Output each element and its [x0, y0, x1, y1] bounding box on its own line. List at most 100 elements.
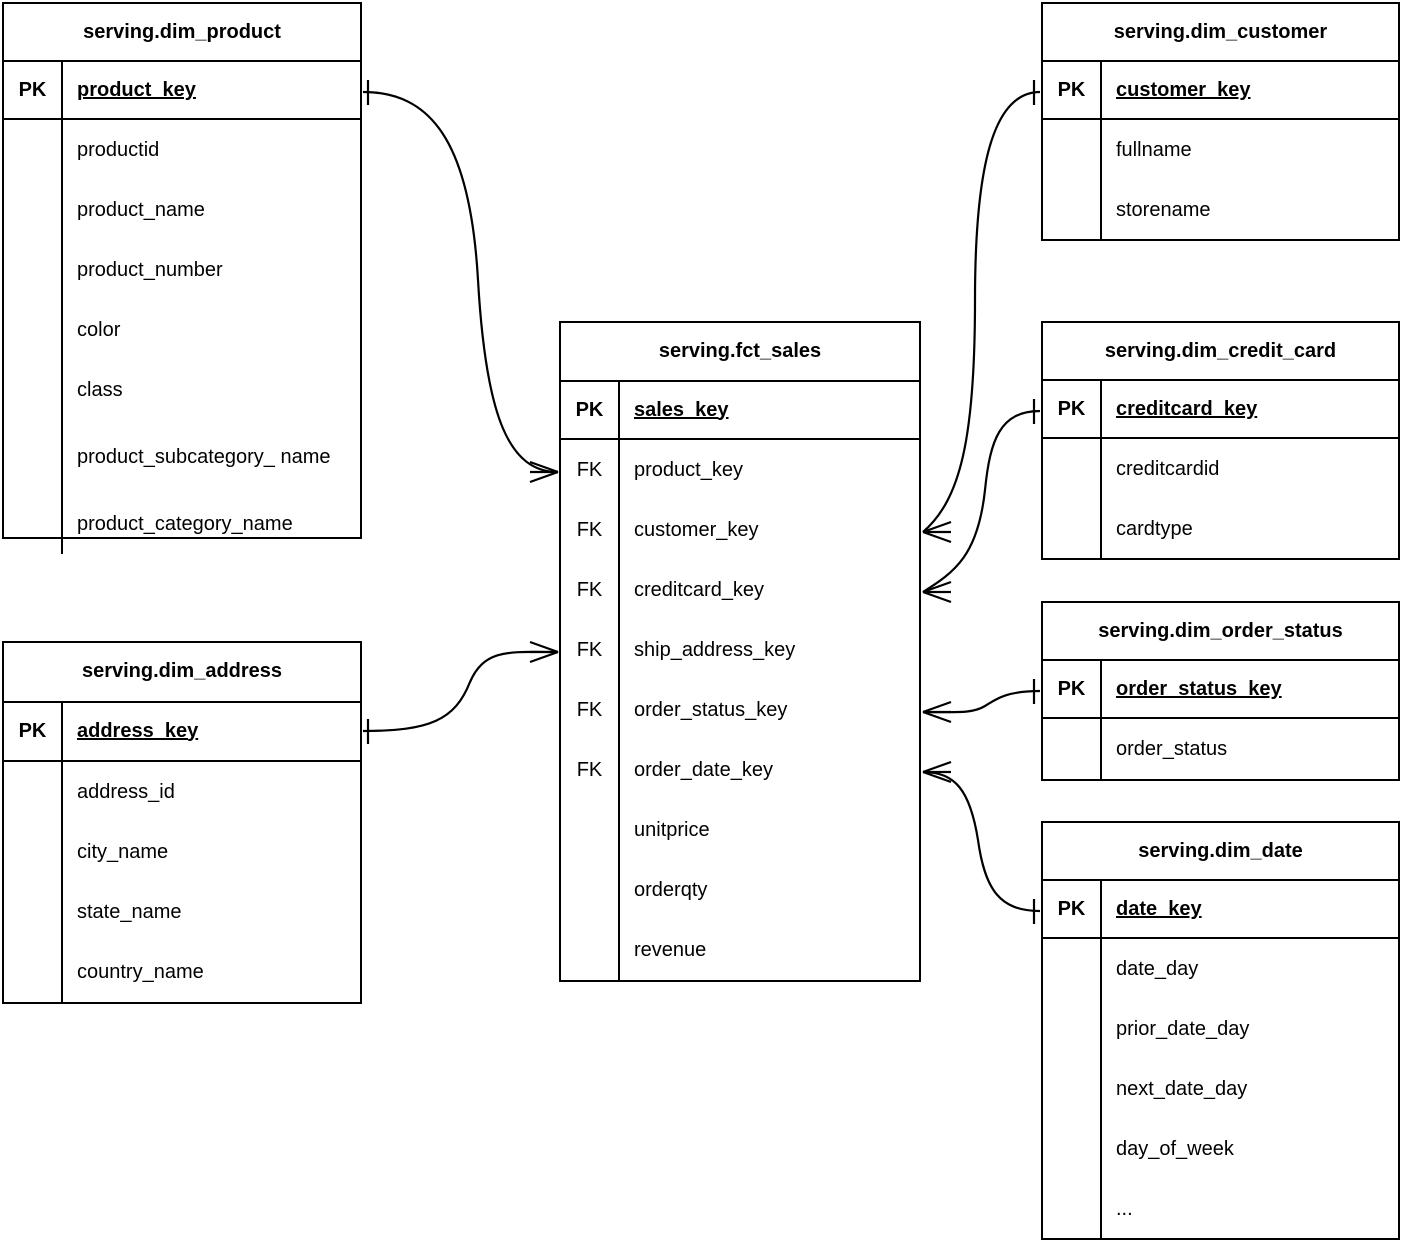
table-pk-row: PK address_key: [4, 702, 360, 762]
field-name: creditcard_key: [634, 578, 765, 601]
pk-field-name: date_key: [1116, 898, 1202, 920]
field-tag: FK: [576, 758, 603, 781]
field-tag: FK: [576, 638, 603, 661]
pk-tag: PK: [575, 398, 604, 421]
table-pk-row: PK date_key: [1043, 881, 1398, 939]
field-tag: [1043, 120, 1100, 180]
table-body: productid product_name product_number co…: [4, 120, 360, 554]
pk-tag: PK: [1057, 398, 1086, 420]
field-tag: [1043, 999, 1100, 1059]
field-name: class: [77, 378, 123, 401]
field-name: day_of_week: [1116, 1137, 1234, 1160]
table-body: fullname storename: [1043, 120, 1398, 240]
field-tag: [1043, 180, 1100, 240]
field-name: order_status_key: [634, 698, 788, 721]
field-name: revenue: [634, 938, 707, 961]
field-name: product_name: [77, 198, 205, 221]
field-tag: [4, 300, 61, 360]
field-tag: [4, 494, 61, 554]
table-dim-address[interactable]: serving.dim_address PK address_key addre…: [2, 641, 362, 1004]
field-name: next_date_day: [1116, 1077, 1248, 1100]
table-body: address_id city_name state_name country_…: [4, 762, 360, 1002]
relationship-order-status: [922, 679, 1041, 724]
table-dim-credit-card[interactable]: serving.dim_credit_card PK creditcard_ke…: [1041, 321, 1400, 560]
table-body: date_day prior_date_day next_date_day da…: [1043, 939, 1398, 1239]
field-name: product_key: [634, 458, 743, 481]
field-name: orderqty: [634, 878, 708, 901]
relationship-date: [922, 760, 1041, 924]
field-tag: [561, 860, 618, 920]
field-tag: [4, 420, 61, 494]
field-name: product_number: [77, 258, 223, 281]
field-tag: [4, 120, 61, 180]
pk-field-name: product_key: [77, 79, 196, 101]
table-title: serving.dim_date: [1043, 823, 1398, 881]
pk-tag: PK: [18, 719, 47, 742]
table-title: serving.dim_product: [4, 4, 360, 62]
field-name: product_category_name: [77, 512, 293, 535]
field-tag: [561, 800, 618, 860]
table-pk-row: PK sales_key: [561, 381, 919, 440]
field-name: order_date_key: [634, 758, 773, 781]
pk-field-name: creditcard_key: [1116, 398, 1258, 420]
field-tag: [4, 762, 61, 822]
field-name: cardtype: [1116, 517, 1193, 540]
field-tag: [4, 360, 61, 420]
field-name: creditcardid: [1116, 457, 1220, 480]
table-title: serving.dim_order_status: [1043, 603, 1398, 661]
field-name: productid: [77, 138, 160, 161]
table-title: serving.fct_sales: [561, 323, 919, 382]
relationship-credit-card: [922, 399, 1041, 604]
field-name: color: [77, 318, 121, 341]
field-name: city_name: [77, 840, 169, 863]
field-tag: FK: [576, 698, 603, 721]
field-name: ...: [1116, 1197, 1133, 1220]
field-tag: [1043, 939, 1100, 999]
field-tag: [561, 920, 618, 980]
table-dim-product[interactable]: serving.dim_product PK product_key produ…: [2, 2, 362, 554]
field-tag: FK: [576, 458, 603, 481]
field-tag: [1043, 1179, 1100, 1239]
field-name: product_subcategory_ name: [77, 445, 331, 468]
pk-tag: PK: [18, 79, 47, 101]
field-tag: [4, 882, 61, 942]
table-dim-date[interactable]: serving.dim_date PK date_key date_day pr…: [1041, 821, 1400, 1240]
field-name: fullname: [1116, 138, 1192, 161]
table-title: serving.dim_customer: [1043, 4, 1398, 62]
field-name: customer_key: [634, 518, 759, 541]
field-tag: FK: [576, 578, 603, 601]
pk-field-name: customer_key: [1116, 79, 1251, 101]
table-title: serving.dim_address: [4, 643, 360, 703]
pk-field-name: order_status_key: [1116, 678, 1282, 700]
field-name: country_name: [77, 960, 204, 983]
field-name: unitprice: [634, 818, 710, 841]
field-tag: [1043, 439, 1100, 499]
table-pk-row: PK customer_key: [1043, 62, 1398, 120]
table-fct-sales[interactable]: serving.fct_sales PK sales_key FK FK FK …: [559, 321, 921, 982]
table-title: serving.dim_credit_card: [1043, 323, 1398, 381]
field-name: ship_address_key: [634, 638, 796, 661]
table-pk-row: PK creditcard_key: [1043, 381, 1398, 439]
pk-tag: PK: [1057, 79, 1086, 101]
field-tag: [1043, 1059, 1100, 1119]
pk-tag: PK: [1057, 678, 1086, 700]
table-dim-customer[interactable]: serving.dim_customer PK customer_key ful…: [1041, 2, 1400, 241]
field-tag: [4, 942, 61, 1002]
field-name: date_day: [1116, 957, 1199, 980]
table-dim-order-status[interactable]: serving.dim_order_status PK order_status…: [1041, 601, 1400, 781]
field-tag: FK: [576, 518, 603, 541]
field-tag: [1043, 719, 1100, 779]
field-tag: [4, 240, 61, 300]
field-name: prior_date_day: [1116, 1017, 1250, 1040]
table-body: creditcardid cardtype: [1043, 439, 1398, 559]
pk-field-name: address_key: [77, 719, 199, 742]
field-tag: [1043, 1119, 1100, 1179]
pk-tag: PK: [1057, 898, 1086, 920]
field-name: storename: [1116, 198, 1211, 221]
field-name: order_status: [1116, 737, 1228, 760]
pk-field-name: sales_key: [634, 398, 729, 421]
table-pk-row: PK order_status_key: [1043, 661, 1398, 719]
table-body: order_status: [1043, 719, 1398, 779]
field-name: state_name: [77, 900, 182, 923]
